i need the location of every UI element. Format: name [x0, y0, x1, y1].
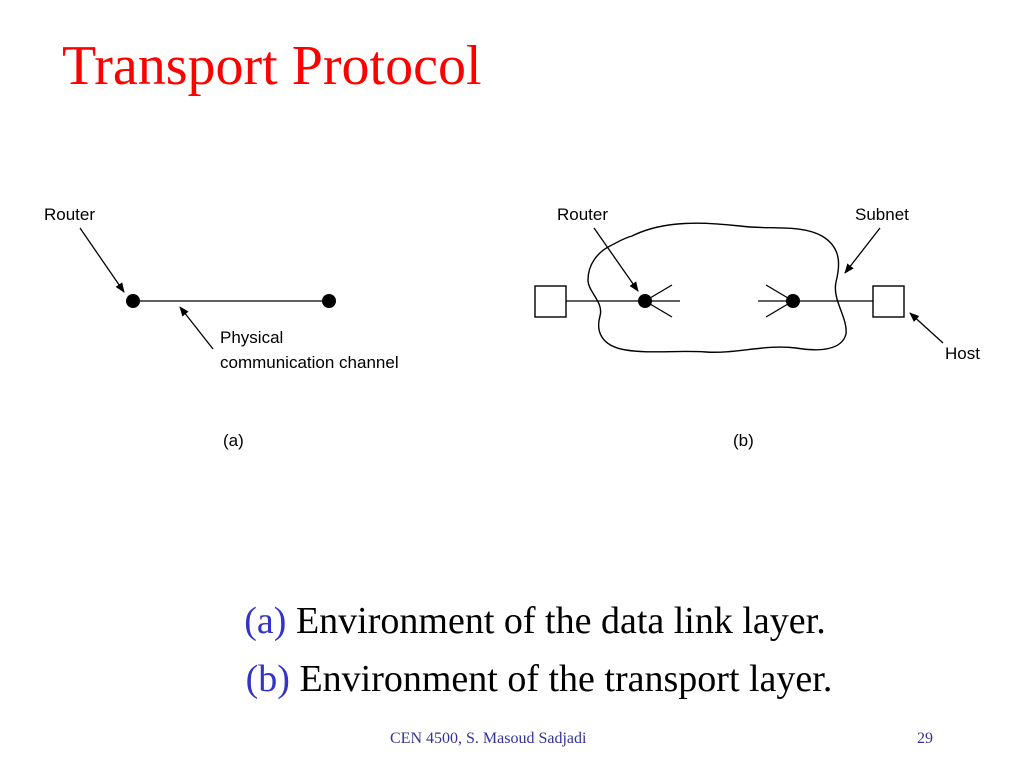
host-label: Host: [945, 344, 980, 363]
panel-a: Router Physical communication channel (a…: [44, 205, 399, 450]
host-box-left: [534, 285, 567, 318]
host-box-right: [872, 285, 905, 318]
router-label-b: Router: [557, 205, 608, 224]
channel-arrow: [179, 306, 214, 350]
channel-label-line1: Physical: [220, 328, 283, 347]
panel-b: Router Subnet Host (b): [534, 205, 980, 450]
page-number: 29: [917, 730, 933, 747]
router-arrow-b: [593, 227, 639, 292]
caption-b: (b) Environment of the transport layer.: [0, 660, 1024, 698]
slide-title: Transport Protocol: [62, 35, 482, 97]
host-arrow: [909, 312, 944, 344]
subnet-label: Subnet: [855, 205, 909, 224]
footer-text: CEN 4500, S. Masoud Sadjadi: [390, 730, 587, 747]
router-label-a: Router: [44, 205, 95, 224]
caption-a-marker: (a): [244, 600, 287, 642]
caption-b-marker: (b): [245, 658, 290, 700]
caption-a: (a) Environment of the data link layer.: [0, 602, 1024, 640]
channel-label-line2: communication channel: [220, 353, 399, 372]
router-b-right: [758, 284, 800, 318]
router-node-right: [322, 294, 336, 308]
panel-a-caption: (a): [223, 431, 244, 450]
caption-a-text: Environment of the data link layer.: [286, 600, 826, 642]
caption-b-text: Environment of the transport layer.: [289, 658, 833, 700]
subnet-cloud: [587, 222, 847, 353]
subnet-arrow: [844, 227, 881, 274]
router-b-left: [638, 284, 680, 318]
router-node-left: [126, 294, 140, 308]
router-arrow-a: [79, 227, 125, 293]
panel-b-caption: (b): [733, 431, 754, 450]
